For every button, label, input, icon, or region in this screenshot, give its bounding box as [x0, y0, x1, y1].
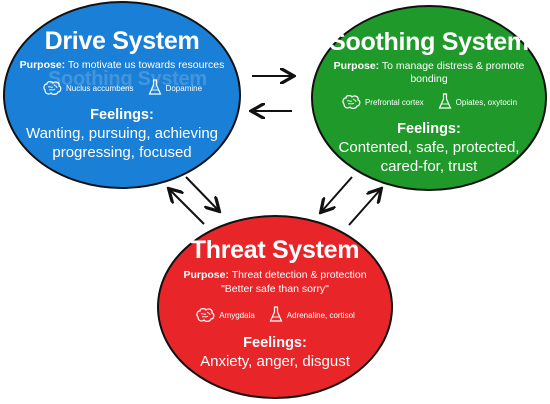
flask-icon	[438, 93, 452, 113]
threat-title: Threat System	[190, 236, 360, 264]
brain-icon	[341, 94, 361, 113]
drive-chem-label: Dopamine	[165, 84, 203, 93]
arrow-threat-to-soothing	[348, 190, 380, 226]
flask-icon	[269, 306, 283, 326]
soothing-brain-item: Prefrontal cortex	[341, 94, 424, 113]
threat-chem-label: Adrenaline, cortisol	[286, 311, 355, 320]
threat-purpose-label: Purpose:	[183, 269, 229, 281]
drive-purpose-label: Purpose:	[19, 59, 66, 71]
drive-chem-item: Dopamine	[148, 79, 202, 99]
soothing-feelings-line1: Contented, safe, protected,	[338, 139, 520, 156]
drive-feelings-line1: Wanting, pursuing, achieving	[25, 125, 219, 142]
threat-feelings-line1: Anxiety, anger, disgust	[200, 353, 350, 370]
ghost-text: Soothing System	[48, 68, 207, 90]
drive-ellipse	[3, 1, 241, 189]
arrow-drive-to-threat	[185, 176, 218, 210]
soothing-icons-row: Prefrontal cortex Opiates, oxytocin	[318, 93, 540, 113]
soothing-purpose: Purpose: To manage distress & promote bo…	[318, 60, 540, 86]
arrow-soothing-to-threat	[322, 176, 353, 211]
soothing-system: Soothing System Purpose: To manage distr…	[318, 28, 540, 176]
threat-brain-item: Amygdala	[195, 307, 255, 326]
drive-brain-item: Nuclus accumbens	[42, 80, 134, 99]
threat-system: Threat System Purpose: Threat detection …	[163, 236, 387, 371]
threat-chem-item: Adrenaline, cortisol	[269, 306, 355, 326]
threat-feelings-label: Feelings:	[243, 335, 307, 351]
drive-brain-label: Nuclus accumbens	[65, 84, 134, 93]
threat-brain-label: Amygdala	[219, 311, 255, 320]
soothing-feelings-line2: cared-for, trust	[380, 158, 478, 175]
threat-purpose-quote: "Better safe than sorry"	[221, 283, 329, 295]
threat-purpose-text: Threat detection & protection	[231, 269, 367, 281]
soothing-chem-label: Opiates, oxytocin	[455, 98, 518, 107]
brain-icon	[42, 80, 62, 99]
drive-purpose: Purpose: To motivate us towards resource…	[14, 59, 230, 72]
soothing-purpose-text: To manage distress & promote bonding	[381, 60, 525, 85]
soothing-purpose-label: Purpose:	[333, 60, 380, 72]
flask-icon	[148, 79, 162, 99]
brain-icon	[195, 307, 215, 326]
soothing-feelings-label: Feelings:	[397, 121, 461, 137]
drive-feelings-label: Feelings:	[90, 107, 154, 123]
drive-purpose-text: To motivate us towards resources	[67, 59, 225, 71]
drive-title: Drive System	[44, 27, 200, 55]
soothing-brain-label: Prefrontal cortex	[364, 98, 424, 107]
arrow-threat-to-drive	[170, 190, 205, 225]
soothing-title: Soothing System	[329, 28, 529, 56]
soothing-ellipse	[311, 5, 547, 191]
soothing-chem-item: Opiates, oxytocin	[438, 93, 517, 113]
drive-feelings-line2: progressing, focused	[52, 144, 192, 161]
threat-purpose: Purpose: Threat detection & protection	[163, 269, 387, 282]
threat-icons-row: Amygdala Adrenaline, cortisol	[163, 306, 387, 326]
drive-icons-row: Nuclus accumbens Dopamine	[14, 79, 230, 99]
drive-system: Drive System Purpose: To motivate us tow…	[14, 27, 230, 162]
